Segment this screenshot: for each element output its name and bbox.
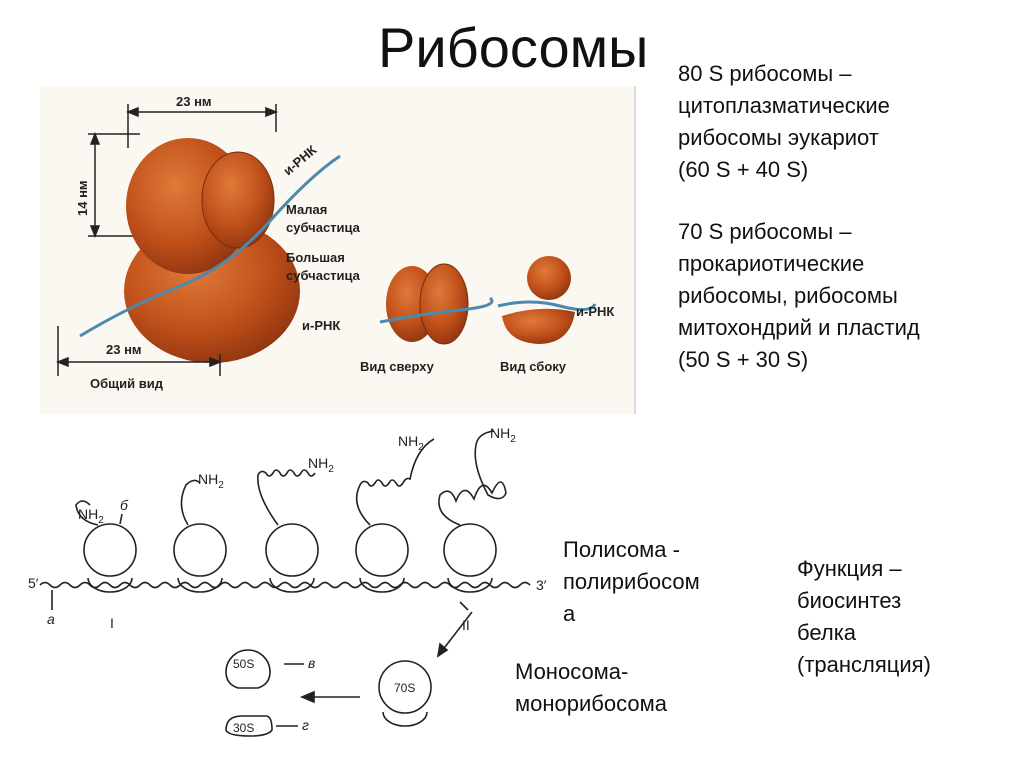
mrna-strand [497, 300, 597, 311]
dimension-side [88, 131, 140, 239]
dimension-side-label: 14 нм [75, 180, 90, 216]
small-subunit-label: субчастица [286, 220, 361, 235]
polysome-figure: NH2 б NH2 NH2 NH2 NH2 5′ 3′ а I II 50S 7… [28, 425, 547, 737]
mrna-line [39, 581, 531, 589]
mrna-label: и-РНК [576, 304, 614, 319]
text-line: монорибосома [515, 691, 667, 716]
side-view-label: Вид сбоку [500, 359, 567, 374]
side-view-large-shape [502, 308, 575, 344]
small-subunit-label: Малая [286, 202, 327, 217]
label-b: б [120, 497, 129, 513]
ribosome-top-view [379, 263, 494, 345]
monosome-70s-label: 70S [394, 681, 415, 695]
ribosome-structure-figure: 23 нм 14 нм и-РНК Малая субчастица Больш… [40, 86, 636, 414]
mrna-strand [379, 296, 494, 324]
text-line: 70 S рибосомы – [678, 219, 852, 244]
subunit-50s-label: 50S [233, 657, 254, 671]
top-view-label: Вид сверху [360, 359, 435, 374]
text-line: рибосомы эукариот [678, 125, 879, 150]
large-subunit-label: Большая [286, 250, 345, 265]
text-line: биосинтез [797, 588, 902, 613]
ribosome-80s-text: 80 S рибосомы – цитоплазматические рибос… [678, 58, 890, 186]
text-line: Моносома- [515, 659, 629, 684]
subunit-30s [225, 715, 273, 737]
nh2-label: NH2 [198, 471, 224, 491]
text-line: (60 S + 40 S) [678, 157, 809, 182]
side-view-small-shape [527, 256, 571, 300]
ribosome-1 [75, 500, 137, 593]
ribosome-4 [355, 438, 435, 593]
dimension-bottom-label: 23 нм [106, 342, 142, 357]
text-line: 80 S рибосомы – [678, 61, 852, 86]
large-subunit-label: субчастица [286, 268, 361, 283]
ribosome-5 [438, 430, 507, 593]
text-line: белка [797, 620, 857, 645]
ribosome-side-view [497, 256, 597, 344]
slide-title: Рибосомы [378, 16, 649, 79]
text-line: Полисома - [563, 537, 680, 562]
small-subunit-shape [201, 151, 275, 249]
polysome-text: Полисома - полирибосом а [563, 534, 700, 630]
text-line: а [563, 601, 576, 626]
ribosome-70s-text: 70 S рибосомы – прокариотические рибосом… [678, 216, 920, 376]
text-line: (трансляция) [797, 652, 931, 677]
dimension-bottom [55, 326, 223, 376]
text-line: митохондрий и пластид [678, 315, 920, 340]
text-line: (50 S + 30 S) [678, 347, 809, 372]
pointer-line [119, 513, 123, 525]
subunit-50s [225, 649, 271, 689]
label-g: г [302, 717, 309, 733]
monosome-text: Моносома- монорибосома [515, 656, 667, 720]
mrna-label: и-РНК [302, 318, 340, 333]
ribosome-2 [173, 479, 227, 593]
five-prime-label: 5′ [28, 575, 39, 591]
general-view-label: Общий вид [90, 376, 164, 391]
nh2-label: NH2 [398, 433, 424, 453]
roman-1-label: I [110, 615, 114, 631]
roman-2-label: II [462, 617, 470, 633]
nh2-label: NH2 [308, 455, 334, 475]
mrna-strand [79, 154, 341, 338]
text-line: рибосомы, рибосомы [678, 283, 898, 308]
ribosome-3 [257, 469, 319, 593]
label-a: а [47, 611, 55, 627]
nh2-label: NH2 [78, 506, 104, 526]
dimension-top-label: 23 нм [176, 94, 212, 109]
figure-background [40, 86, 636, 414]
text-line: прокариотические [678, 251, 865, 276]
arrow-head [299, 690, 315, 704]
arrow-head [436, 642, 449, 658]
top-view-right-shape [419, 263, 469, 345]
three-prime-label: 3′ [536, 577, 547, 593]
text-line: Функция – [797, 556, 902, 581]
label-v: в [308, 655, 315, 671]
monosome-70s [378, 660, 432, 727]
ribosome-general-view [79, 138, 341, 363]
subunit-30s-label: 30S [233, 721, 254, 735]
pointer-line [459, 601, 469, 611]
text-line: цитоплазматические [678, 93, 890, 118]
dimension-top [125, 104, 279, 148]
function-text: Функция – биосинтез белка (трансляция) [797, 553, 931, 681]
text-line: полирибосом [563, 569, 700, 594]
nh2-label: NH2 [490, 425, 516, 445]
